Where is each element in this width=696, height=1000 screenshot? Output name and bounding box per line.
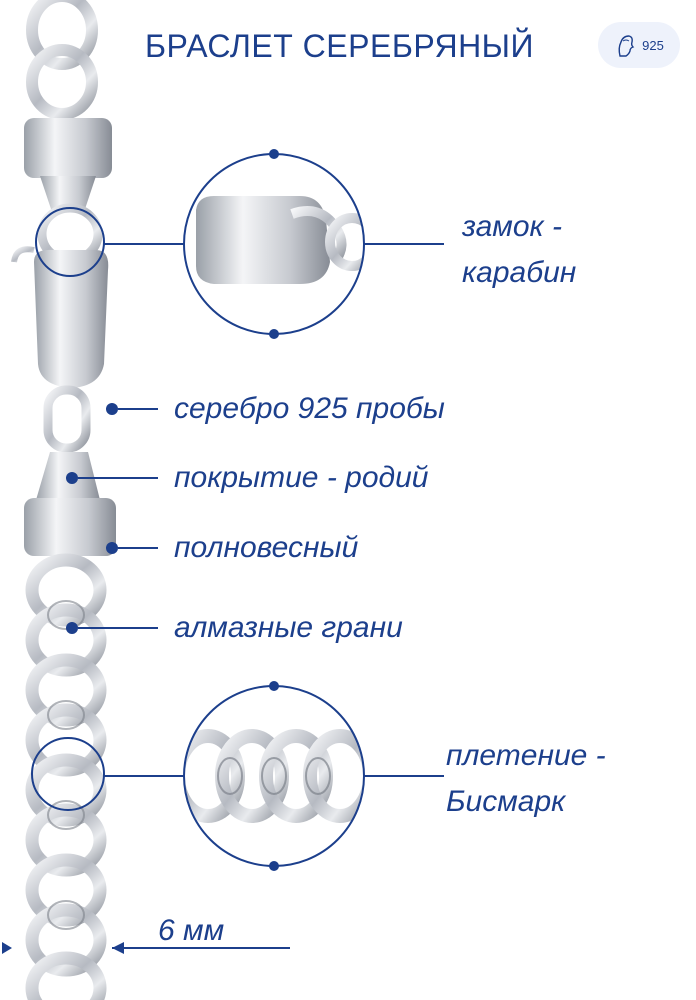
end-cap-top	[24, 118, 112, 178]
weave-magnifier	[183, 681, 365, 871]
clasp-magnifier	[183, 149, 365, 339]
silver-925-badge: 925	[598, 22, 680, 68]
goddess-head-icon	[618, 35, 635, 57]
badge-text: 925	[642, 37, 664, 53]
width-dimension	[2, 942, 290, 954]
feature-clasp: замок - карабин	[462, 210, 577, 289]
page-title: БРАСЛЕТ СЕРЕБРЯНЫЙ	[145, 28, 534, 64]
clasp-highlight-ring	[35, 207, 105, 277]
chain-links-bottom	[25, 553, 107, 1000]
feature-weave: плетение - Бисмарк	[446, 739, 606, 818]
feature-silver: серебро 925 пробы	[174, 392, 445, 425]
feature-coating: покрытие - родий	[174, 461, 429, 494]
chain-links-top	[26, 0, 98, 120]
end-cap-bottom	[24, 498, 116, 556]
lobster-clasp	[34, 250, 109, 388]
feature-weight: полновесный	[174, 531, 359, 564]
width-value: 6 мм	[158, 914, 225, 947]
weave-highlight-ring	[31, 737, 105, 811]
feature-facets: алмазные грани	[174, 611, 403, 644]
callout-lines	[66, 403, 158, 634]
